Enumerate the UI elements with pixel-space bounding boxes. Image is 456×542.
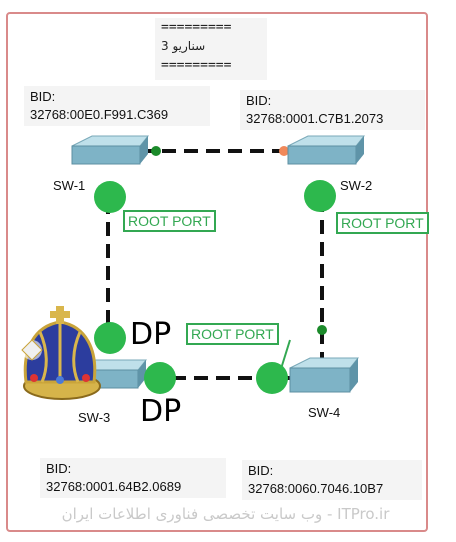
diagram-frame	[6, 12, 428, 532]
port-dot-sw1-root	[94, 181, 126, 213]
sw2-bid-label: BID:	[246, 93, 272, 108]
sw3-designated-port-label-b: DP	[140, 394, 182, 429]
sw3-bid-value: 32768:0001.64B2.0689	[46, 479, 182, 494]
port-dot-sw3-dp-horizontal	[144, 362, 176, 394]
note-line-top: =========	[161, 20, 232, 35]
sw4-bid-label: BID:	[248, 463, 274, 478]
port-dot-sw3-dp-vertical	[94, 322, 126, 354]
sw1-bid-box: BID: 32768:00E0.F991.C369	[24, 86, 210, 126]
port-dots	[94, 180, 336, 394]
sw2-root-port-label: ROOT PORT	[336, 212, 429, 234]
sw1-label: SW-1	[53, 178, 86, 193]
switch-icon	[289, 357, 360, 393]
switch-icon	[71, 135, 150, 165]
scenario-title: سناریو 3	[161, 39, 206, 53]
footer-watermark: ITPro.ir - وب سایت تخصصی فناوری اطلاعات …	[61, 505, 390, 523]
sw1-bid-value: 32768:00E0.F991.C369	[30, 107, 169, 122]
sw2-bid-box: BID: 32768:0001.C7B1.2073	[240, 90, 425, 130]
switch-icon	[287, 135, 366, 165]
sw4-bid-value: 32768:0060.7046.10B7	[248, 481, 384, 496]
note-line-bottom: =========	[161, 58, 232, 73]
port-dot-sw2-root	[304, 180, 336, 212]
sw3-bid-label: BID:	[46, 461, 72, 476]
sw4-bid-box: BID: 32768:0060.7046.10B7	[242, 460, 422, 500]
sw2-label: SW-2	[340, 178, 373, 193]
scenario-note: ========= سناریو 3 =========	[155, 18, 267, 80]
sw4-label: SW-4	[308, 405, 341, 420]
sw1-root-port-label: ROOT PORT	[123, 210, 216, 232]
crown-icon	[21, 306, 101, 400]
sw2-bid-value: 32768:0001.C7B1.2073	[246, 111, 384, 126]
link-status-sw4	[317, 325, 327, 335]
sw3-label: SW-3	[78, 410, 111, 425]
sw4-root-port-label: ROOT PORT	[186, 323, 279, 345]
sw3-bid-box: BID: 32768:0001.64B2.0689	[40, 458, 226, 498]
port-dot-sw4-root	[256, 362, 288, 394]
sw3-designated-port-label-a: DP	[130, 317, 172, 352]
link-status-sw1	[151, 146, 161, 156]
sw1-bid-label: BID:	[30, 89, 56, 104]
link-status-sw2	[279, 146, 289, 156]
